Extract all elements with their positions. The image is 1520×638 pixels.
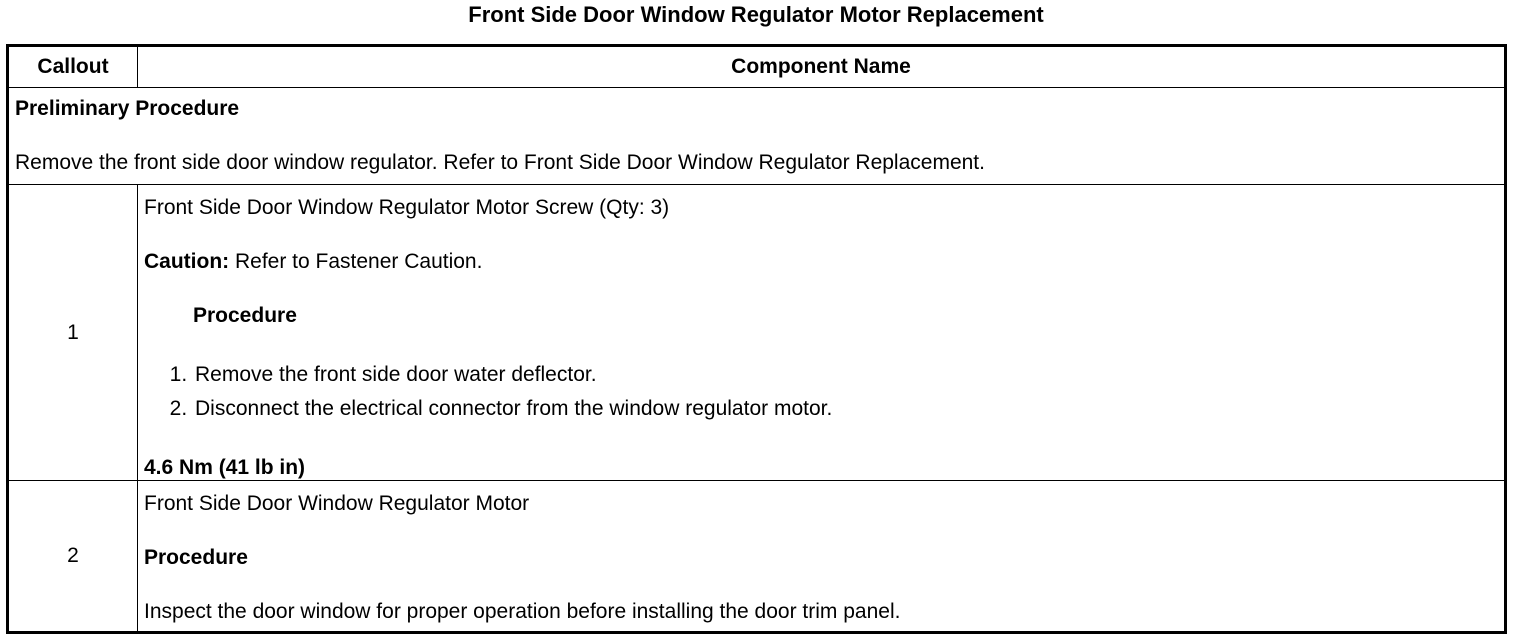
component-name-column-header: Component Name xyxy=(137,45,1506,88)
procedure-text: Inspect the door window for proper opera… xyxy=(144,600,901,623)
caution-text: Refer to Fastener Caution. xyxy=(229,250,483,273)
procedure-table: Callout Component Name Preliminary Proce… xyxy=(6,44,1507,634)
component-cell: Front Side Door Window Regulator Motor P… xyxy=(137,480,1506,633)
caution-label: Caution: xyxy=(144,250,230,273)
torque-spec: 4.6 Nm (41 lb in) xyxy=(144,456,306,479)
document-title: Front Side Door Window Regulator Motor R… xyxy=(468,2,1044,27)
preliminary-procedure-row: Preliminary Procedure Remove the front s… xyxy=(7,87,1506,185)
component-name: Front Side Door Window Regulator Motor S… xyxy=(144,196,670,219)
component-name: Front Side Door Window Regulator Motor xyxy=(144,492,530,515)
procedure-heading: Procedure xyxy=(193,304,297,327)
preliminary-procedure-text: Remove the front side door window regula… xyxy=(15,151,985,174)
procedure-step: Disconnect the electrical connector from… xyxy=(193,392,1498,426)
preliminary-procedure-heading: Preliminary Procedure xyxy=(15,97,240,120)
table-row: 1 Front Side Door Window Regulator Motor… xyxy=(7,184,1506,481)
callout-column-header: Callout xyxy=(7,45,138,88)
procedure-step: Remove the front side door water deflect… xyxy=(193,358,1498,392)
callout-number: 1 xyxy=(7,184,138,481)
component-cell: Front Side Door Window Regulator Motor S… xyxy=(137,184,1506,481)
callout-number: 2 xyxy=(7,480,138,633)
table-row: 2 Front Side Door Window Regulator Motor… xyxy=(7,480,1506,633)
procedure-heading: Procedure xyxy=(144,546,248,569)
caution-note: Caution: Refer to Fastener Caution. xyxy=(144,250,1498,274)
procedure-steps-list: Remove the front side door water deflect… xyxy=(144,358,1498,426)
preliminary-procedure-cell: Preliminary Procedure Remove the front s… xyxy=(7,87,1506,185)
table-header-row: Callout Component Name xyxy=(7,45,1506,88)
